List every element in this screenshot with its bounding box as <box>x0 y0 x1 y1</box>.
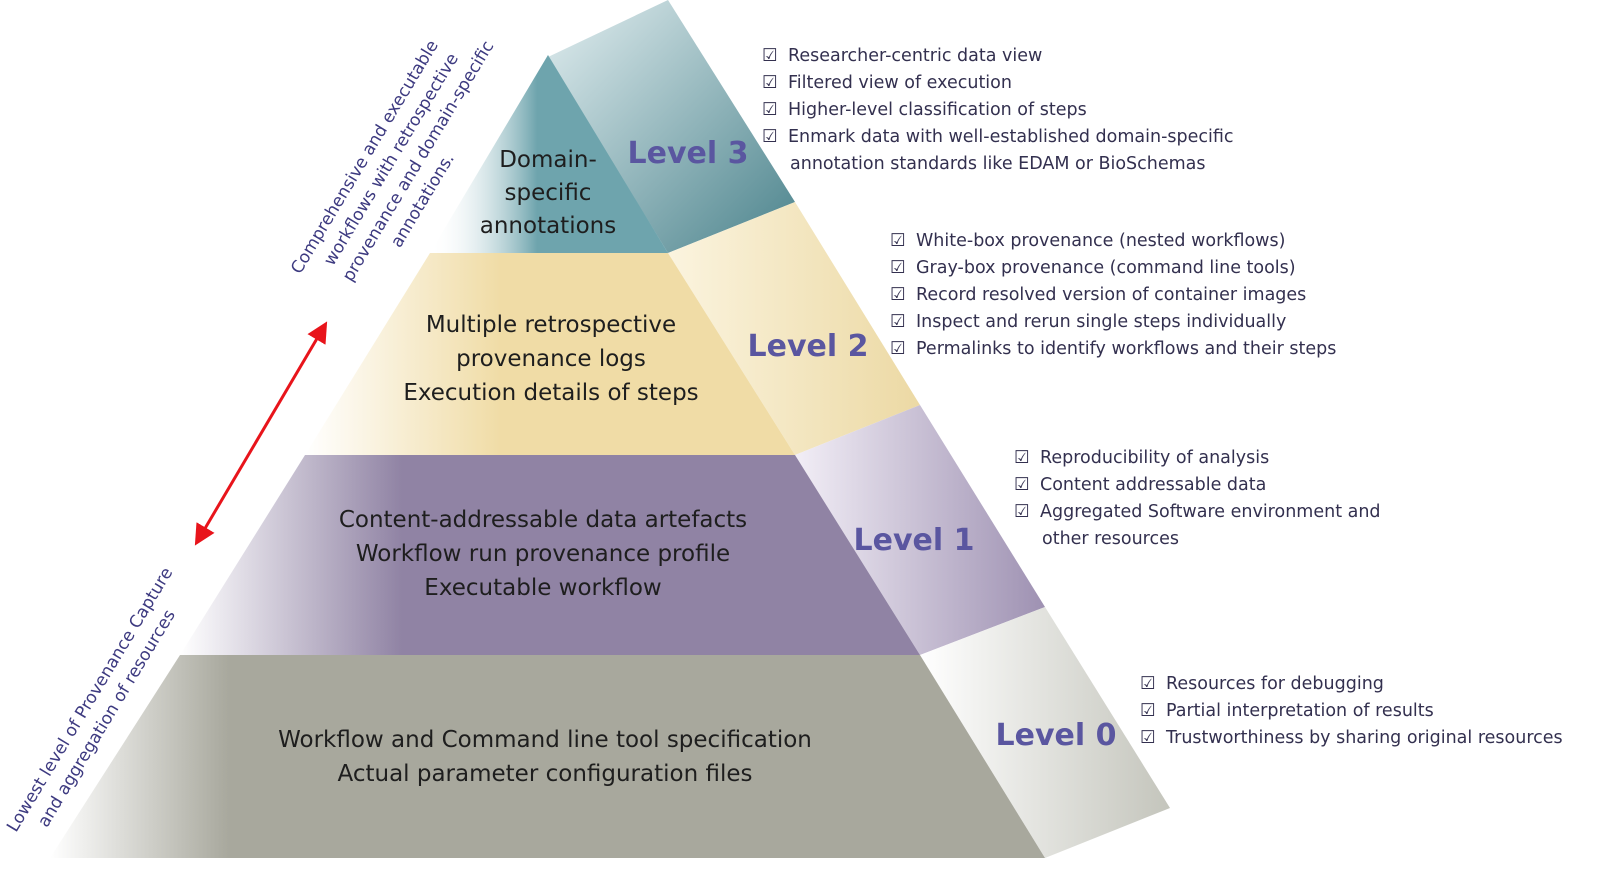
list-item: ☑Partial interpretation of results <box>1140 698 1563 725</box>
checkbox-icon: ☑ <box>1014 502 1030 522</box>
level-1-bullet-list: ☑Reproducibility of analysis ☑Content ad… <box>1014 445 1381 553</box>
level-3-bullet-list: ☑Researcher-centric data view ☑Filtered … <box>762 43 1234 178</box>
level-3-front-face <box>430 55 668 253</box>
level-2-bullet-list: ☑White-box provenance (nested workflows)… <box>890 228 1336 363</box>
list-item: ☑Record resolved version of container im… <box>890 282 1336 309</box>
checkbox-icon: ☑ <box>890 312 906 332</box>
list-item: ☑Higher-level classification of steps <box>762 97 1234 124</box>
level-0-side-face <box>920 607 1170 858</box>
level-2-label: Level 2 <box>748 329 869 364</box>
level-0-tier-text: Workflow and Command line tool specifica… <box>278 727 812 753</box>
level-1-label: Level 1 <box>854 523 975 558</box>
list-item: ☑Resources for debugging <box>1140 671 1563 698</box>
level-0-label: Level 0 <box>996 718 1117 753</box>
level-1-tier-text: Content-addressable data artefacts <box>339 507 747 533</box>
checkbox-icon: ☑ <box>890 285 906 305</box>
list-item: ☑Trustworthiness by sharing original res… <box>1140 725 1563 752</box>
level-1-tier-text: Executable workflow <box>424 575 661 601</box>
level-2-tier-text: provenance logs <box>456 346 646 372</box>
list-item: ☑Filtered view of execution <box>762 70 1234 97</box>
list-item: ☑Permalinks to identify workflows and th… <box>890 336 1336 363</box>
list-item: ☑White-box provenance (nested workflows) <box>890 228 1336 255</box>
checkbox-icon: ☑ <box>1140 674 1156 694</box>
level-3-tier-text: annotations <box>480 213 616 239</box>
level-2-tier-text: Multiple retrospective <box>426 312 676 338</box>
list-item-continuation: annotation standards like EDAM or BioSch… <box>790 154 1206 174</box>
level-0-bullet-list: ☑Resources for debugging ☑Partial interp… <box>1140 671 1563 752</box>
level-1-front-face <box>180 455 920 655</box>
level-1-side-face <box>795 405 1045 655</box>
list-item: ☑Aggregated Software environment and <box>1014 499 1381 526</box>
checkbox-icon: ☑ <box>890 258 906 278</box>
level-3-side-face <box>548 0 795 253</box>
checkbox-icon: ☑ <box>1140 728 1156 748</box>
level-3-tier-text: specific <box>505 180 592 206</box>
list-item: ☑Content addressable data <box>1014 472 1381 499</box>
checkbox-icon: ☑ <box>890 231 906 251</box>
list-item: ☑Enmark data with well-established domai… <box>762 124 1234 151</box>
checkbox-icon: ☑ <box>762 73 778 93</box>
list-item: ☑Reproducibility of analysis <box>1014 445 1381 472</box>
level-2-side-face <box>668 202 920 455</box>
level-1-tier-text: Workflow run provenance profile <box>356 541 730 567</box>
checkbox-icon: ☑ <box>762 46 778 66</box>
list-item: ☑Researcher-centric data view <box>762 43 1234 70</box>
level-0-front-face <box>50 655 1045 858</box>
list-item-continuation: other resources <box>1042 529 1179 549</box>
checkbox-icon: ☑ <box>890 339 906 359</box>
provenance-scale-arrow <box>194 321 328 546</box>
checkbox-icon: ☑ <box>1140 701 1156 721</box>
checkbox-icon: ☑ <box>1014 448 1030 468</box>
checkbox-icon: ☑ <box>762 100 778 120</box>
level-3-label: Level 3 <box>628 136 749 171</box>
level-3-tier-text: Domain- <box>499 147 597 173</box>
checkbox-icon: ☑ <box>1014 475 1030 495</box>
checkbox-icon: ☑ <box>762 127 778 147</box>
level-0-tier-text: Actual parameter configuration files <box>338 761 753 787</box>
list-item: ☑Inspect and rerun single steps individu… <box>890 309 1336 336</box>
level-2-tier-text: Execution details of steps <box>403 380 698 406</box>
list-item: ☑Gray-box provenance (command line tools… <box>890 255 1336 282</box>
level-2-front-face <box>305 253 795 455</box>
